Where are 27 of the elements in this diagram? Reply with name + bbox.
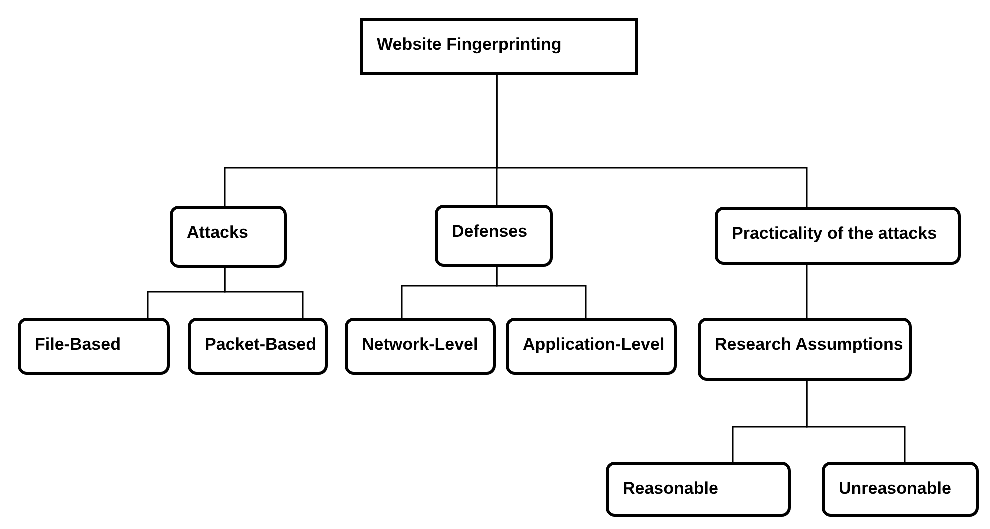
- node-label: Attacks: [187, 223, 248, 243]
- category-box: [435, 205, 553, 267]
- node-label: Defenses: [452, 222, 528, 242]
- connector-line: [496, 75, 808, 207]
- node-label: Unreasonable: [839, 479, 952, 499]
- category-box: [698, 318, 912, 381]
- category-box: [18, 318, 170, 375]
- node-label: Reasonable: [623, 479, 718, 499]
- connector-line: [806, 265, 808, 318]
- category-box: [170, 206, 287, 268]
- category-box: [822, 462, 979, 517]
- title-box: [360, 18, 638, 75]
- node-label: Website Fingerprinting: [377, 35, 562, 55]
- connector-line: [806, 381, 906, 462]
- node-label: Packet-Based: [205, 335, 317, 355]
- node-label: Application-Level: [523, 335, 665, 355]
- connector-line: [224, 268, 304, 318]
- connector-line: [496, 267, 587, 318]
- category-box: [345, 318, 496, 375]
- node-label: Practicality of the attacks: [732, 224, 938, 244]
- category-box: [606, 462, 791, 517]
- category-box: [715, 207, 961, 265]
- category-box: [506, 318, 677, 375]
- category-box: [188, 318, 328, 375]
- node-label: File-Based: [35, 335, 121, 355]
- node-label: Research Assumptions: [715, 335, 904, 355]
- node-label: Network-Level: [362, 335, 478, 355]
